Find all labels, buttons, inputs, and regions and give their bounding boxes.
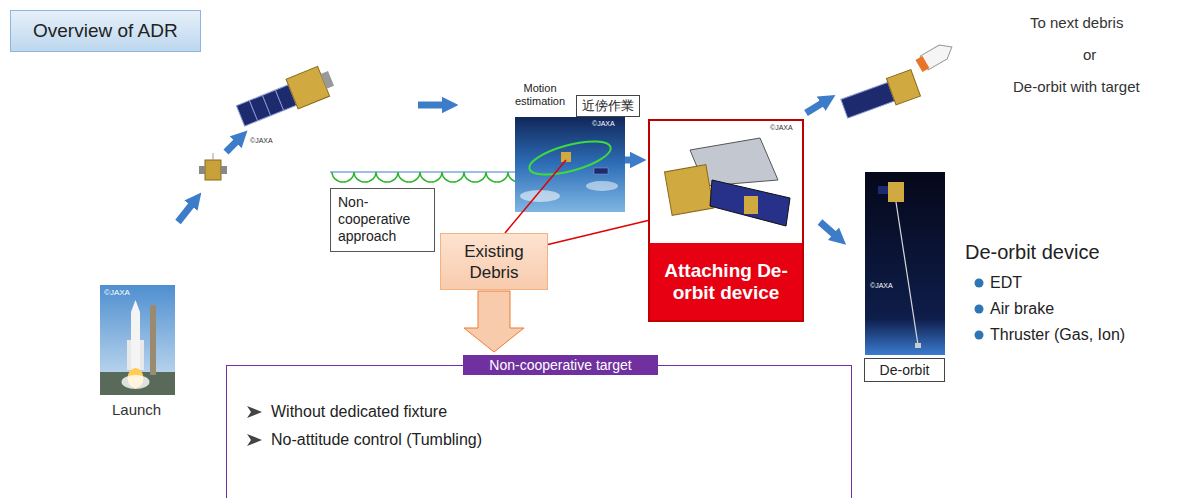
list-item: Thruster (Gas, Ion) [990, 325, 1125, 344]
watermark: ©JAXA [870, 282, 893, 290]
flow-arrows [178, 102, 836, 236]
watermark: ©JAXA [770, 124, 793, 132]
pointer-line [505, 160, 566, 233]
title-box: Overview of ADR [10, 10, 201, 52]
debris-box: Existing Debris [440, 233, 548, 290]
bullet-text: Without dedicated fixture [271, 402, 447, 422]
stage-label: Launch [112, 401, 161, 419]
next-debris-image [839, 40, 955, 122]
target-box: Non-cooperative targetWithout dedicated … [226, 365, 852, 498]
watermark: ©JAXA [592, 120, 615, 128]
deorbit-image [865, 172, 945, 355]
bullet-text: No-attitude control (Tumbling) [271, 430, 482, 450]
service-satellite [234, 63, 337, 129]
connector-line [548, 221, 648, 245]
bullet-row: No-attitude control (Tumbling) [247, 426, 831, 454]
list-item: EDT [990, 273, 1022, 292]
node-text: Non-cooperative approach [338, 194, 427, 245]
node-text: Non-cooperative target [463, 355, 658, 375]
bullet-arrow-shape [247, 406, 262, 418]
outcome-label: De-orbit with target [1013, 78, 1140, 96]
attach-box: Attaching De-orbit device [648, 119, 804, 322]
bullet-row: Without dedicated fixture [247, 398, 831, 426]
attaching-image [664, 138, 790, 226]
node-text: Attaching De-orbit device [650, 243, 802, 320]
stage-label: Motion estimation [505, 82, 575, 108]
outcome-label: To next debris [1030, 14, 1123, 32]
deorbit-box: De-orbit [864, 358, 945, 382]
list-heading: De-orbit device [965, 240, 1100, 264]
bullet-dots [975, 279, 984, 340]
node-text: Existing Debris [447, 241, 541, 283]
rocket-photo [100, 285, 175, 395]
task-box: 近傍作業 [576, 95, 640, 117]
outcome-label: or [1083, 46, 1096, 64]
list-item: Air brake [990, 299, 1054, 318]
bullet-arrow [247, 433, 263, 447]
watermark: ©JAXA [104, 288, 130, 298]
motion-estimation-image [515, 117, 625, 212]
bullet-arrow-shape [247, 434, 262, 446]
small-satellite [199, 153, 227, 180]
bullet-arrow [247, 405, 263, 419]
node-text: De-orbit [869, 361, 940, 379]
node-text: 近傍作業 [581, 98, 635, 114]
block-arrow [464, 291, 524, 352]
approach-box: Non-cooperative approach [330, 188, 435, 252]
watermark: ©JAXA [250, 137, 273, 145]
